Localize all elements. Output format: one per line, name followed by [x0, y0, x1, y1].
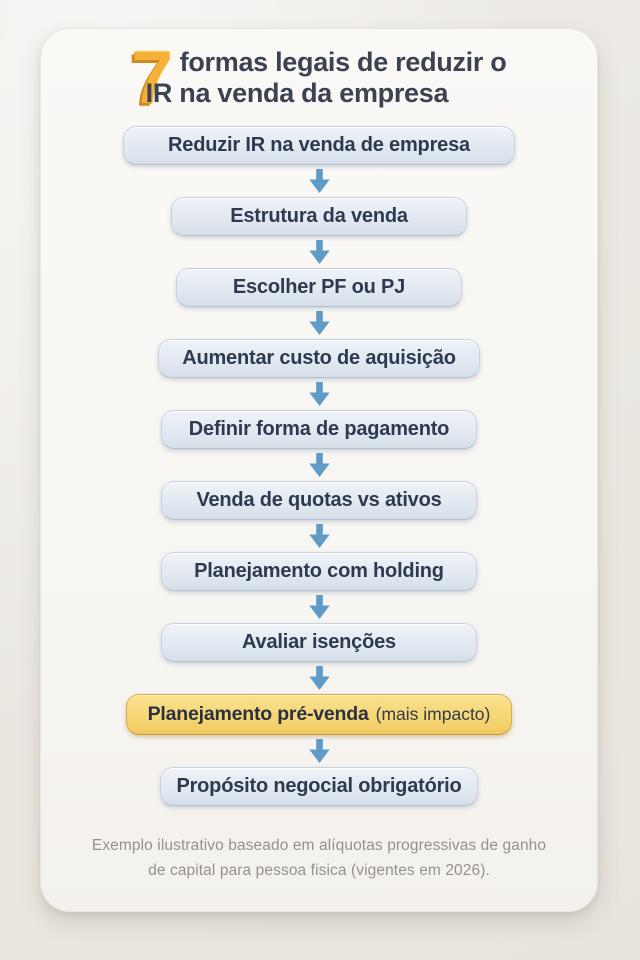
down-arrow-icon [308, 240, 330, 265]
step-label: Estrutura da venda [230, 205, 408, 228]
step-label: Propósito negocial obrigatório [176, 775, 462, 798]
title-number: 7 [131, 36, 173, 119]
step-label: Definir forma de pagamento [188, 418, 450, 441]
step-label: Aumentar custo de aquisição [182, 347, 456, 370]
footer-note: Exemplo ilustrativo baseado em alíquotas… [41, 833, 597, 883]
step-label: Planejamento com holding [194, 560, 444, 583]
footer-line-2: de capital para pessoa fisica (vigentes … [148, 862, 490, 880]
flow-step-holding: Planejamento com holding [161, 552, 477, 592]
title-line-1: formas legais de reduzir o [179, 47, 507, 77]
flowchart: Reduzir IR na venda de empresa Estrutura… [41, 126, 597, 807]
step-label: Planejamento pré-venda [147, 703, 369, 726]
down-arrow-icon [308, 666, 330, 691]
down-arrow-icon [308, 311, 330, 336]
step-label: Venda de quotas vs ativos [196, 489, 442, 512]
flow-step-pf-pj: Escolher PF ou PJ [176, 268, 462, 308]
down-arrow-icon [308, 382, 330, 407]
step-label: Escolher PF ou PJ [232, 276, 406, 299]
down-arrow-icon [308, 739, 330, 764]
footer-line-1: Exemplo ilustrativo baseado em alíquotas… [91, 837, 547, 855]
flow-step-quotas-ativos: Venda de quotas vs ativos [161, 481, 477, 521]
step-label: Avaliar isenções [242, 631, 396, 654]
flow-step-estrutura: Estrutura da venda [171, 197, 467, 237]
flow-step-reduzir-ir: Reduzir IR na venda de empresa [123, 126, 515, 166]
down-arrow-icon [308, 524, 330, 549]
flow-step-pre-venda-highlight: Planejamento pré-venda (mais impacto) [126, 694, 512, 736]
flow-step-forma-pagamento: Definir forma de pagamento [161, 410, 477, 450]
page-title: 7 formas legais de reduzir o IR na venda… [41, 36, 597, 119]
flow-step-proposito-negocial: Propósito negocial obrigatório [160, 767, 478, 807]
down-arrow-icon [308, 453, 330, 478]
step-label: Reduzir IR na venda de empresa [168, 134, 470, 157]
flow-step-isencoes: Avaliar isenções [161, 623, 477, 663]
flow-step-custo-aquisicao: Aumentar custo de aquisição [158, 339, 480, 379]
info-card: 7 formas legais de reduzir o IR na venda… [40, 28, 598, 912]
title-line-2: IR na venda da empresa [145, 78, 449, 108]
step-suffix: (mais impacto) [375, 704, 491, 725]
down-arrow-icon [308, 169, 330, 194]
down-arrow-icon [308, 595, 330, 620]
title-text: formas legais de reduzir o IR na venda d… [146, 43, 507, 109]
